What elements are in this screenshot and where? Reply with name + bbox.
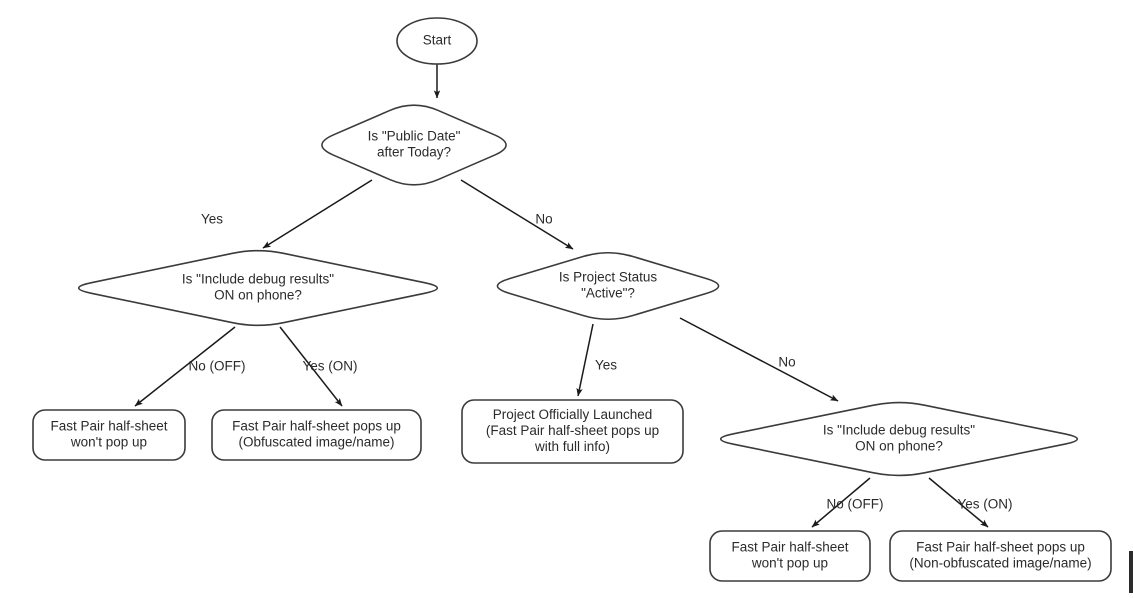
node-text-line: Project Officially Launched <box>493 407 653 422</box>
node-text-line: (Non-obfuscated image/name) <box>909 556 1091 571</box>
node-text-line: Is Project Status <box>559 270 658 285</box>
node-decision-debug-left[interactable]: Is "Include debug results"ON on phone? <box>77 249 439 327</box>
edge-label: Yes (ON) <box>957 497 1012 512</box>
node-decision-project-status[interactable]: Is Project Status"Active"? <box>496 251 720 321</box>
node-text-line: ON on phone? <box>855 439 943 454</box>
edge-label: Yes (ON) <box>302 359 357 374</box>
edge-edge-public-date-no <box>460 179 574 250</box>
node-decision-public-date[interactable]: Is "Public Date"after Today? <box>321 104 507 186</box>
node-text-line: Is "Public Date" <box>368 129 461 144</box>
edge-label: Yes <box>201 212 223 227</box>
node-text-line: Fast Pair half-sheet pops up <box>232 419 401 434</box>
edge-label: Yes <box>595 358 617 373</box>
edge-edge-debug-right-no-off <box>811 477 871 528</box>
page-edge-artifact <box>1129 551 1133 593</box>
node-text-line: with full info) <box>534 439 610 454</box>
node-text-line: won't pop up <box>70 435 147 450</box>
edge-edge-project-status-yes <box>576 323 594 397</box>
node-text-line: (Fast Pair half-sheet pops up <box>486 423 659 438</box>
edges-group <box>134 64 989 528</box>
node-text-line: Fast Pair half-sheet pops up <box>916 540 1085 555</box>
edge-label: No <box>778 355 795 370</box>
node-text-line: "Active"? <box>581 286 635 301</box>
edge-label: No <box>535 212 552 227</box>
edge-edge-debug-right-yes-on <box>928 477 989 528</box>
node-text-line: Fast Pair half-sheet <box>731 540 848 555</box>
node-text-line: won't pop up <box>751 556 828 571</box>
node-text-line: Start <box>423 33 452 48</box>
node-result-right-on[interactable]: Fast Pair half-sheet pops up(Non-obfusca… <box>889 530 1112 582</box>
node-text-line: ON on phone? <box>214 288 302 303</box>
node-text-line: Is "Include debug results" <box>182 272 334 287</box>
edge-edge-public-date-yes <box>262 179 373 249</box>
edge-edge-debug-left-yes-on <box>279 326 343 407</box>
node-text-line: (Obfuscated image/name) <box>238 435 394 450</box>
node-text-line: Is "Include debug results" <box>823 423 975 438</box>
node-result-left-on[interactable]: Fast Pair half-sheet pops up(Obfuscated … <box>211 409 422 461</box>
edge-label: No (OFF) <box>827 497 884 512</box>
node-text-line: after Today? <box>377 145 451 160</box>
node-start[interactable]: Start <box>396 17 478 65</box>
edge-edge-project-status-no <box>679 317 839 402</box>
edge-label: No (OFF) <box>189 359 246 374</box>
edge-edge-debug-left-no-off <box>134 326 236 407</box>
node-decision-debug-right[interactable]: Is "Include debug results"ON on phone? <box>719 401 1079 477</box>
node-result-launched[interactable]: Project Officially Launched(Fast Pair ha… <box>461 399 684 464</box>
node-text-line: Fast Pair half-sheet <box>50 419 167 434</box>
nodes-group: Start Is "Public Date"after Today? Is "Inc… <box>32 17 1112 582</box>
